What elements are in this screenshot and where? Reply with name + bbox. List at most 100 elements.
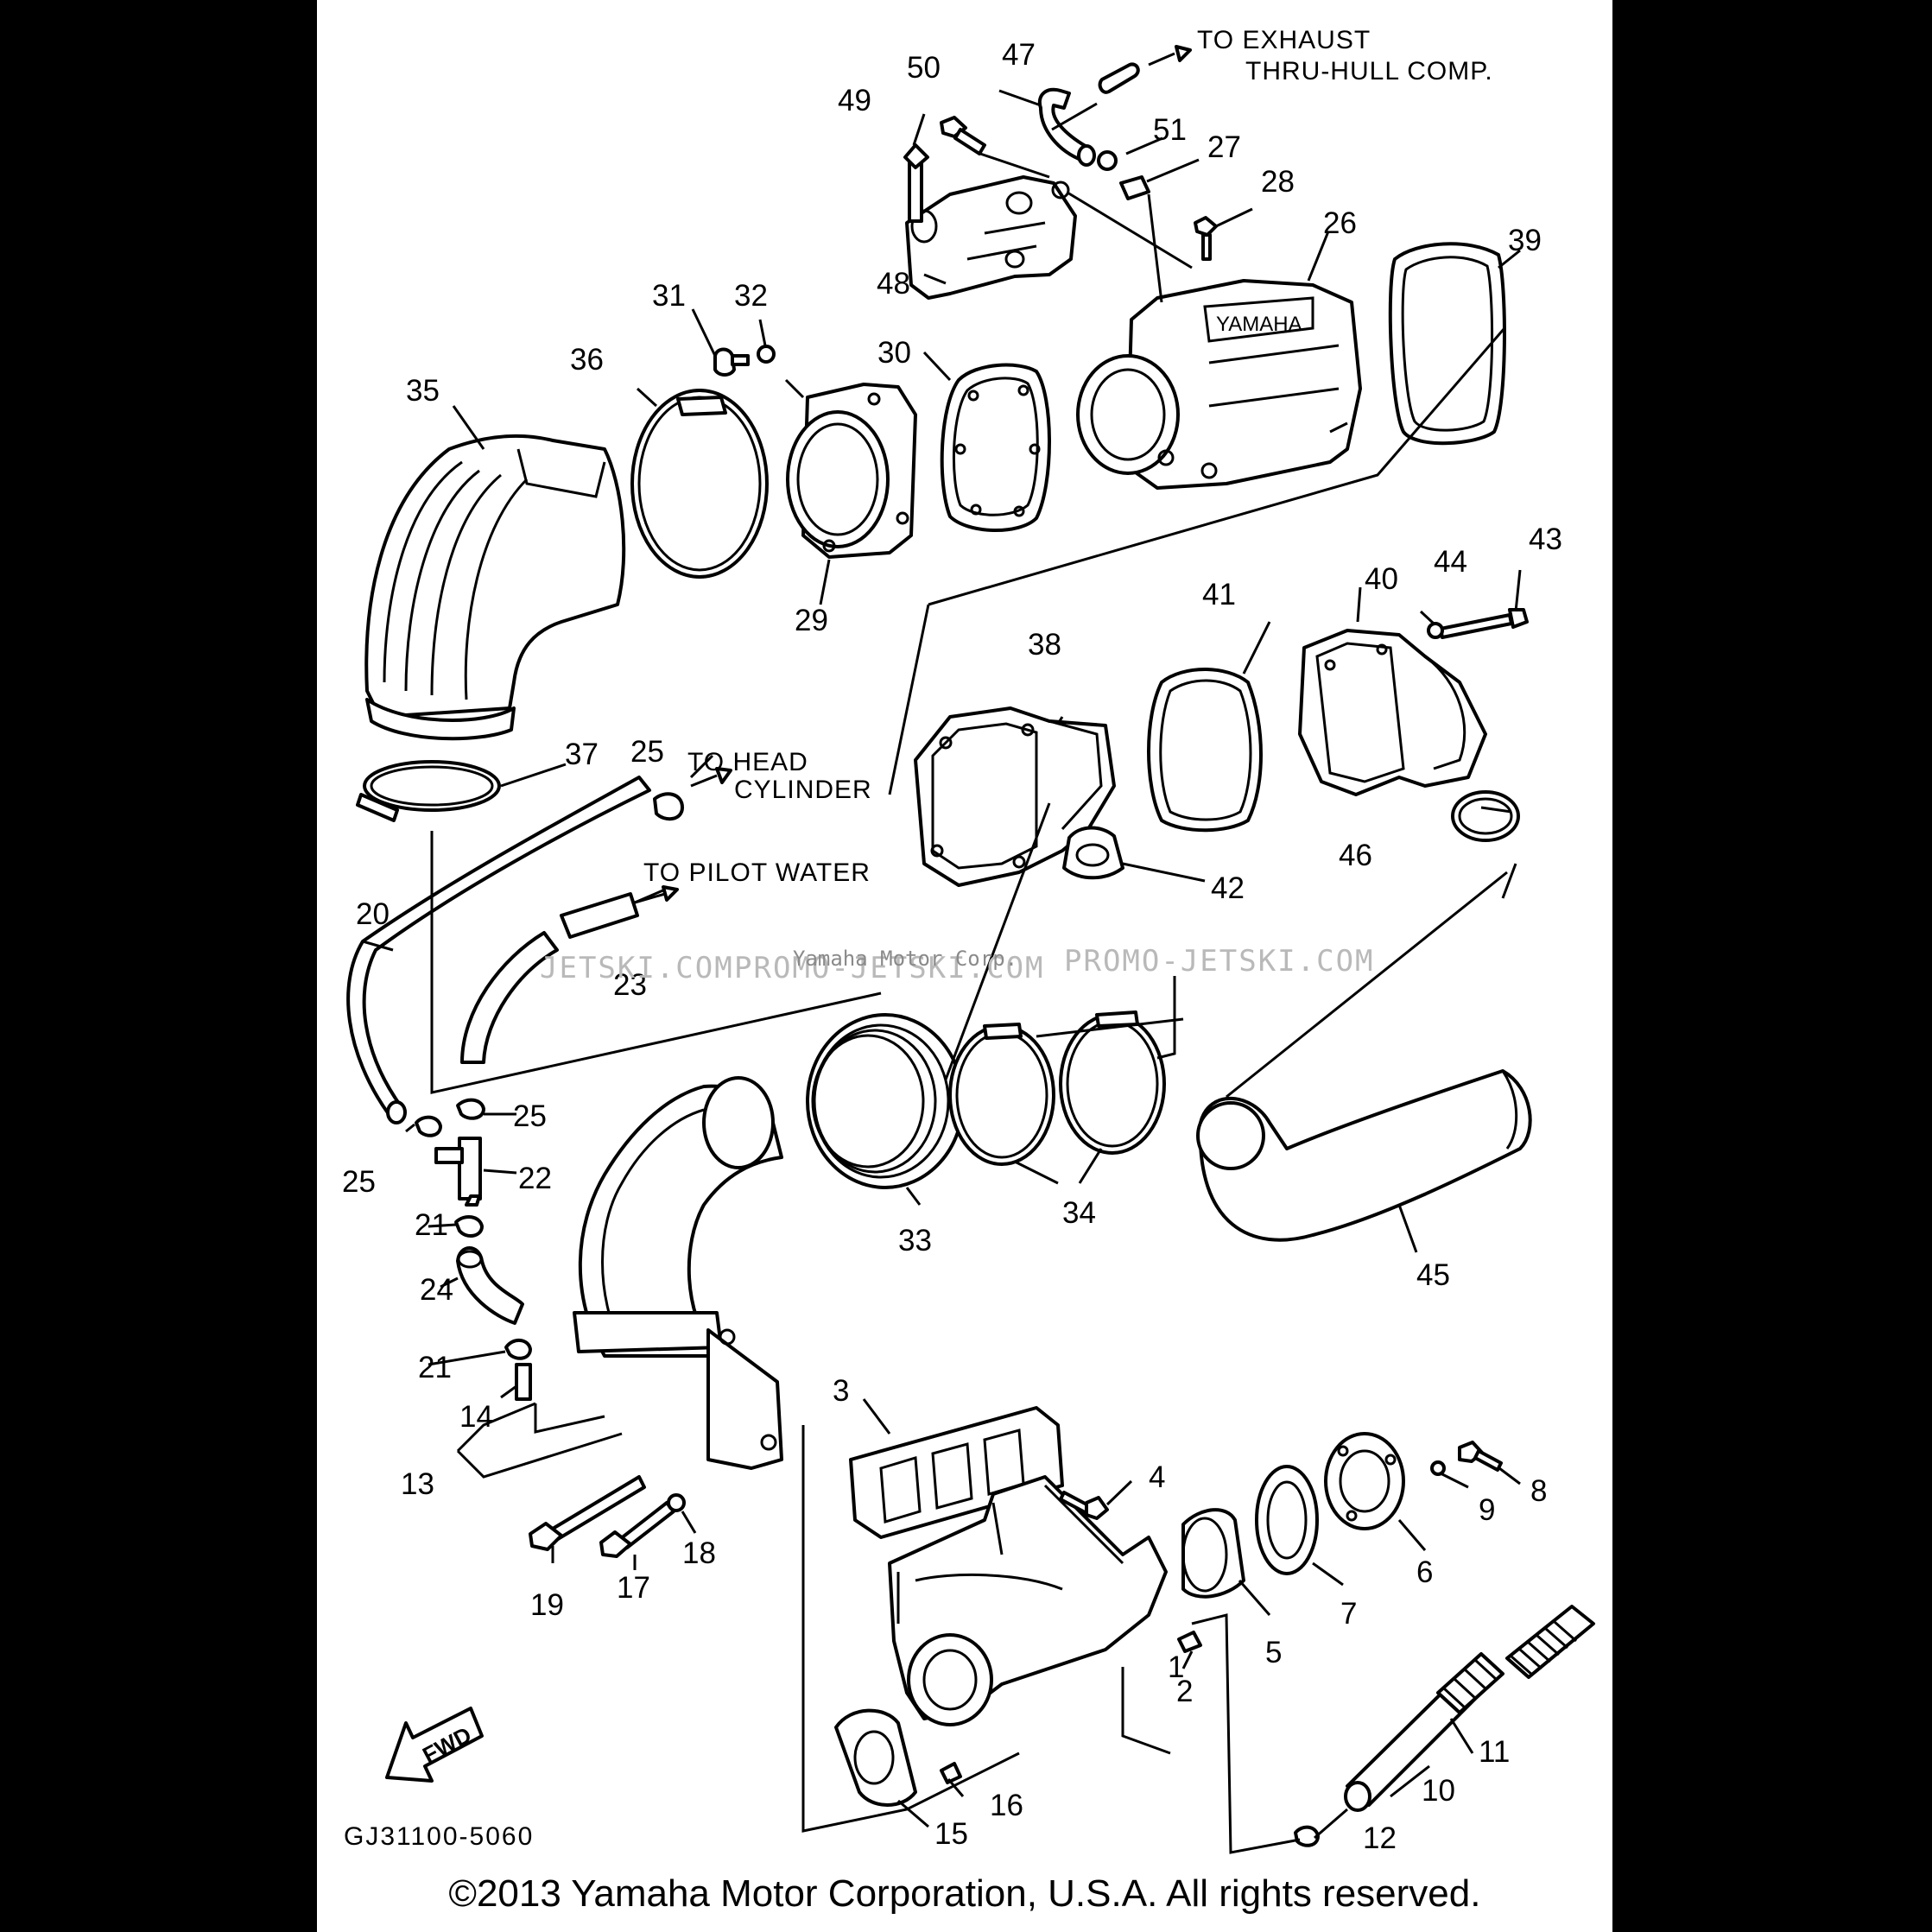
callout-39: 39 [1508, 224, 1542, 257]
clamp-25-top [653, 792, 684, 821]
clamp-25-left [415, 1115, 442, 1137]
callout-30: 30 [877, 336, 911, 370]
callout-19: 19 [530, 1588, 564, 1622]
callout-21-lower: 21 [418, 1351, 452, 1384]
hose-47 [1037, 87, 1096, 167]
hose-20 [346, 776, 651, 1124]
callout-21-upper: 21 [415, 1208, 448, 1242]
callout-51: 51 [1153, 113, 1187, 147]
hose-24 [456, 1246, 524, 1325]
washer-18 [667, 1493, 686, 1512]
bolt-49 [903, 143, 929, 223]
callout-9: 9 [1479, 1493, 1495, 1527]
copyright-notice: ©2013 Yamaha Motor Corporation, U.S.A. A… [448, 1872, 1481, 1915]
callout-38: 38 [1028, 628, 1061, 662]
callout-12: 12 [1363, 1821, 1397, 1855]
joint-5 [1181, 1508, 1245, 1599]
hose-band-34b [1059, 1010, 1166, 1155]
callout-6: 6 [1416, 1555, 1433, 1589]
washer-32 [757, 345, 776, 364]
watermark-right: PROMO-JETSKI.COM [1064, 944, 1375, 979]
callout-43: 43 [1529, 523, 1562, 556]
callout-46: 46 [1339, 839, 1372, 872]
gasket-39 [1388, 242, 1506, 446]
gasket-3 [849, 1406, 1064, 1539]
exhaust-pipe-13 [573, 1076, 783, 1470]
clamp-51 [1097, 150, 1118, 171]
gasket-7 [1255, 1465, 1319, 1575]
hose-11 [1436, 1605, 1595, 1714]
callout-15: 15 [934, 1817, 968, 1851]
note-exhaust-line1: TO EXHAUST [1197, 26, 1371, 54]
washer-9 [1430, 1460, 1446, 1476]
callout-23: 23 [613, 968, 647, 1002]
bolt-50 [940, 116, 986, 155]
callout-40: 40 [1365, 562, 1398, 596]
callout-32: 32 [734, 279, 768, 313]
callout-26: 26 [1323, 206, 1357, 240]
hose-joint-47 [1098, 62, 1140, 94]
note-pilot-water: TO PILOT WATER [643, 858, 871, 887]
pin-2 [1177, 1631, 1202, 1653]
gasket-30 [940, 363, 1051, 533]
watermark-center: PROMO-JETSKI.COM [734, 951, 1045, 985]
fwd-arrow-icon: FWD [385, 1707, 484, 1783]
bolt-19 [529, 1475, 646, 1551]
plate-6 [1324, 1432, 1405, 1530]
washer-44 [1427, 622, 1444, 639]
hose-45 [1196, 1069, 1532, 1242]
callout-28: 28 [1261, 165, 1295, 199]
exhaust-bracket-48 [905, 175, 1077, 300]
callout-48: 48 [877, 267, 910, 301]
callout-22: 22 [518, 1162, 552, 1195]
callout-18: 18 [682, 1536, 716, 1570]
callout-24: 24 [420, 1273, 453, 1307]
callout-13: 13 [401, 1467, 434, 1501]
cap-42 [1062, 826, 1124, 880]
exhaust-flange-29 [786, 383, 917, 559]
bolt-31 [713, 347, 750, 377]
pin-27 [1119, 175, 1150, 200]
gasket-41 [1147, 668, 1263, 833]
bolt-17 [599, 1501, 675, 1558]
callout-1: 1 [1168, 1650, 1184, 1684]
callout-10: 10 [1422, 1774, 1455, 1808]
hose-band-36 [630, 389, 769, 579]
hose-band-46 [1451, 790, 1520, 842]
callout-37: 37 [565, 738, 599, 771]
callout-44: 44 [1434, 545, 1467, 579]
watermark-left: JETSKI.COM [540, 951, 734, 985]
clamp-25-mid [456, 1098, 485, 1120]
callout-42: 42 [1211, 871, 1245, 905]
nozzle-40 [1298, 629, 1487, 796]
muffler-brand-embossing: YAMAHA [1216, 313, 1302, 336]
callout-34: 34 [1062, 1196, 1096, 1230]
clamp-21-lower [504, 1339, 532, 1360]
callout-11: 11 [1479, 1735, 1510, 1769]
callout-25-mid: 25 [513, 1099, 547, 1133]
callout-36: 36 [570, 343, 604, 377]
clamp-21-upper [454, 1215, 484, 1238]
hose-23 [460, 892, 639, 1064]
callout-2: 2 [1176, 1675, 1193, 1708]
note-arrows [634, 45, 1192, 904]
callout-14: 14 [459, 1400, 493, 1434]
fitting-22 [434, 1137, 482, 1207]
callout-41: 41 [1202, 578, 1236, 611]
hose-band-37 [356, 760, 501, 822]
callout-16: 16 [990, 1789, 1023, 1822]
callout-50: 50 [907, 51, 941, 85]
drawing-code: GJ31100-5060 [344, 1822, 534, 1851]
note-exhaust-line2: THRU-HULL COMP. [1245, 57, 1493, 86]
hose-band-34a [948, 1023, 1055, 1166]
note-head-line1: TO HEAD [687, 748, 808, 776]
callout-4: 4 [1149, 1460, 1165, 1494]
callout-33: 33 [898, 1224, 932, 1257]
callout-20: 20 [356, 897, 390, 931]
callout-25-left: 25 [342, 1165, 376, 1199]
nipple-14 [515, 1363, 532, 1401]
pin-16 [940, 1762, 962, 1784]
gasket-15 [834, 1708, 917, 1807]
elbow-35 [364, 434, 626, 741]
